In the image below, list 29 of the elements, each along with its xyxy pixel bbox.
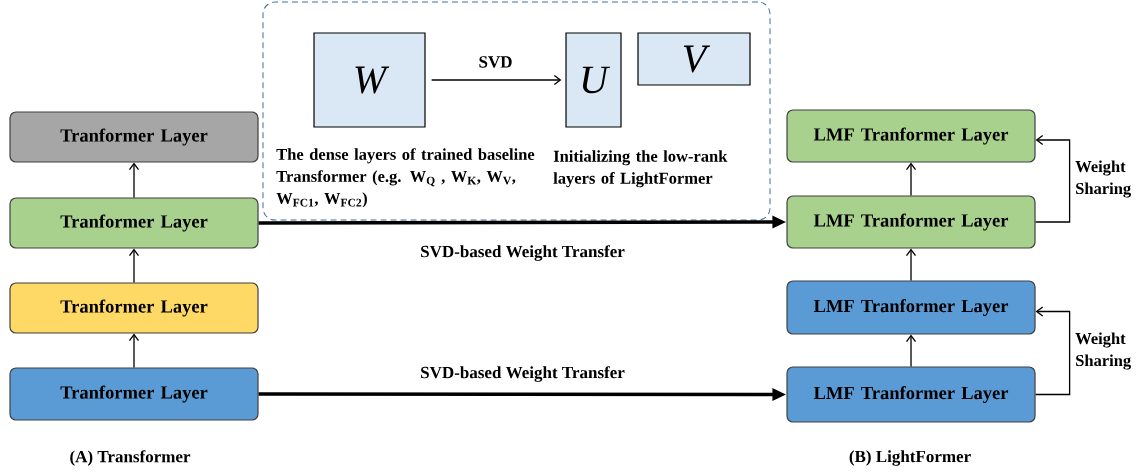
arrow: [128, 248, 140, 284]
loop-arrow: [1034, 134, 1071, 223]
arrow: [128, 162, 140, 199]
layer-box: Tranformer Layer: [9, 197, 259, 249]
arrow: [430, 74, 562, 86]
layer-box: Tranformer Layer: [9, 282, 259, 334]
matrix-box: V: [637, 32, 751, 86]
layer-box: LMF Tranformer Layer: [786, 366, 1036, 423]
layer-box: LMF Tranformer Layer: [786, 109, 1036, 163]
layer-box: Tranformer Layer: [9, 111, 259, 163]
layer-box: LMF Tranformer Layer: [786, 280, 1036, 335]
layer-box: Tranformer Layer: [9, 367, 259, 421]
edge-label: Weight Sharing: [1075, 332, 1131, 370]
arrow: [905, 162, 917, 197]
layer-box: LMF Tranformer Layer: [786, 195, 1036, 249]
arrow: [128, 333, 140, 369]
panel-caption: (B) LightFormer: [849, 450, 971, 466]
panel-caption: (A) Transformer: [70, 450, 191, 466]
edge-label: Weight Sharing: [1075, 160, 1131, 198]
description-text: The dense layers of trained baseline Transformer (e.g. W$_{Q}$ , W$_{K}$, W$_{V}$, W$_{FC1}$, W$_{FC2}$): [276, 148, 535, 208]
matrix-box: W: [313, 32, 426, 128]
edge-label: SVD-based Weight Transfer: [419, 365, 626, 383]
description-text: Initializing the low-rank layers of LightFormer: [553, 150, 728, 188]
arrow: [905, 248, 917, 282]
edge-label: SVD-based Weight Transfer: [419, 244, 626, 262]
matrix-box: U: [565, 32, 622, 128]
loop-arrow: [1034, 306, 1071, 396]
edge-label: SVD: [477, 55, 514, 69]
arrow: [905, 334, 917, 368]
